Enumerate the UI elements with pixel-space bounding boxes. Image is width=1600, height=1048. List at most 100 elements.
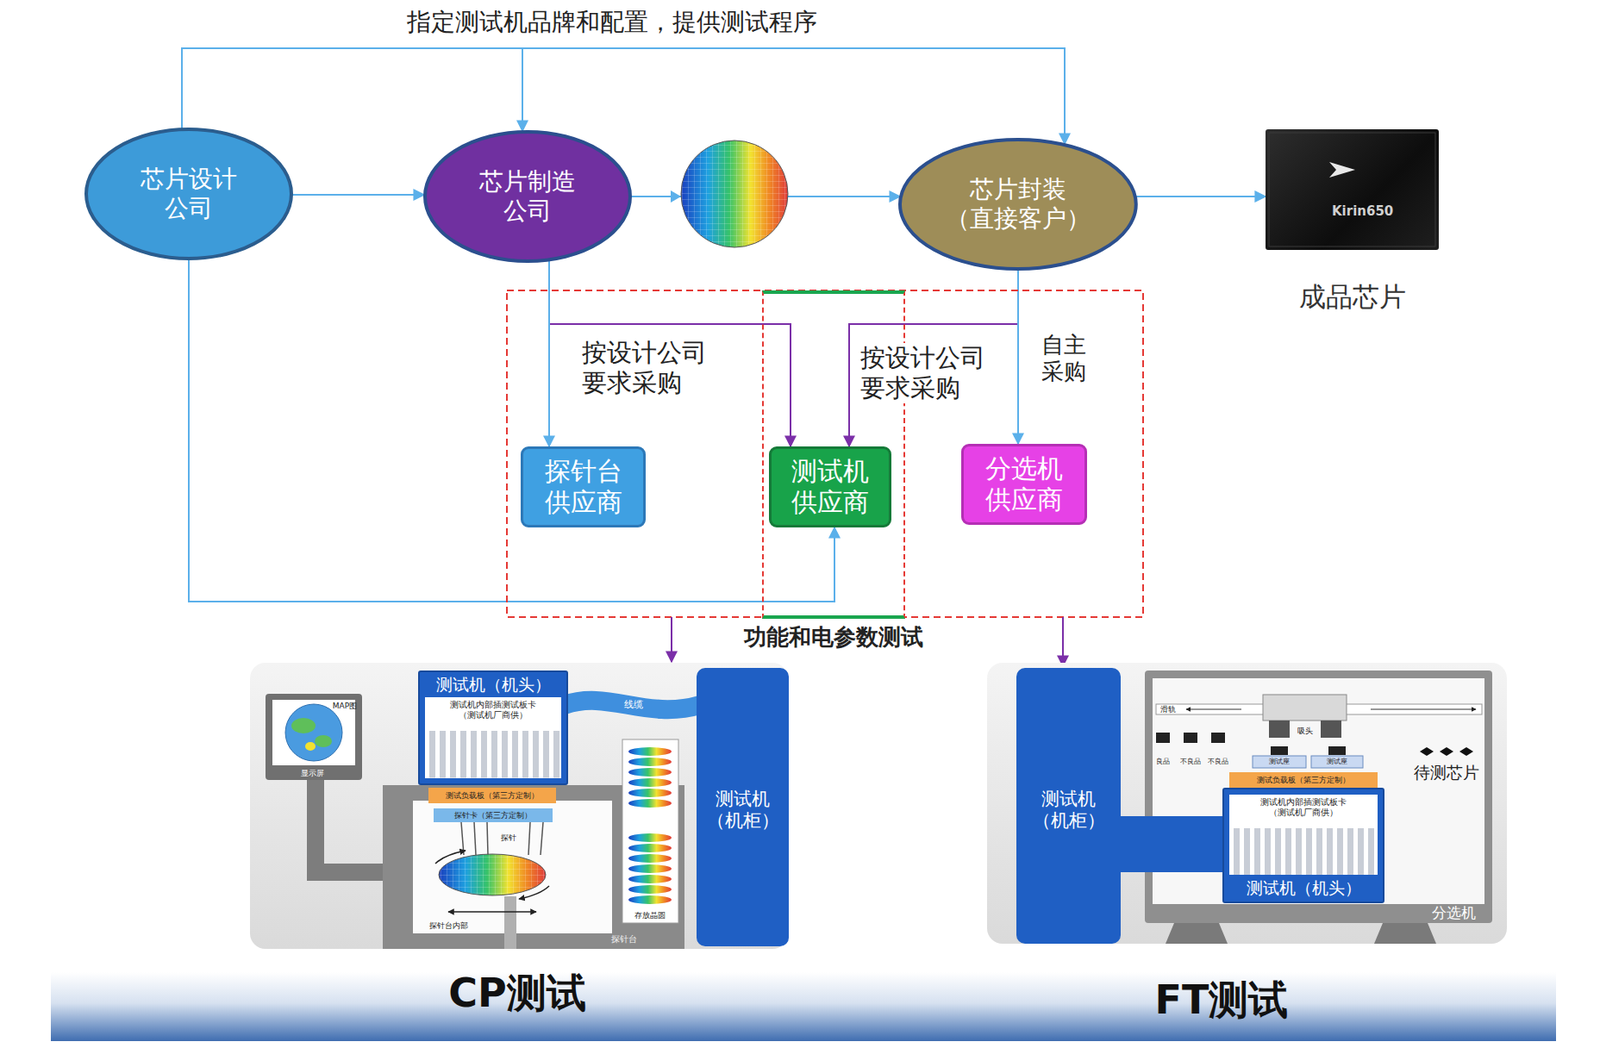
- part-label: MAP图: [332, 701, 357, 711]
- chip-icon: [1439, 747, 1454, 757]
- part-label: 探针: [500, 833, 518, 843]
- suction-cup: [1320, 720, 1342, 738]
- company-ellipse: 芯片设计 公司: [84, 127, 294, 261]
- flow-arrow: [549, 260, 791, 447]
- edge-label: 指定测试机品牌和配置，提供测试程序: [404, 7, 820, 38]
- monitor: [265, 693, 363, 781]
- suction-cup: [1268, 720, 1290, 738]
- part-label: 滑轨: [1159, 705, 1177, 714]
- stored-wafers: [628, 747, 672, 905]
- part-label: 测试负载板（第三方定制）: [445, 791, 539, 800]
- wafer-grid: [681, 140, 788, 248]
- test-socket: [1311, 756, 1363, 769]
- chip-logo: [1329, 162, 1356, 178]
- supplier-box: 分选机 供应商: [961, 443, 1088, 525]
- part-label: 探针台内部: [429, 921, 469, 931]
- part-label: 吸头: [1297, 726, 1313, 736]
- tester-head: 测试机（机头）测试机内部插测试板卡 （测试机厂商供）: [418, 670, 569, 786]
- part-label: 测试负载板（第三方定制）: [1256, 775, 1350, 785]
- part-label: 待测芯片: [1413, 763, 1480, 783]
- rail-arrow: [1370, 708, 1476, 710]
- node-text: 芯片设计 公司: [128, 164, 250, 223]
- node-text: 探针台 供应商: [528, 456, 638, 519]
- part-label: 探针台: [611, 934, 638, 945]
- ellipse-fill: [86, 129, 292, 259]
- part-label: 测试座: [1268, 757, 1290, 766]
- cp-panel: [250, 662, 788, 950]
- flow-arrow: [548, 260, 550, 447]
- flow-arrow: [1017, 269, 1019, 444]
- node-text: 成品芯片: [1299, 281, 1407, 313]
- tester-head: 测试机内部插测试板卡 （测试机厂商供）测试机（机头）: [1222, 787, 1385, 904]
- node-text: 测试机（机头）: [1224, 876, 1383, 902]
- chip-icon: [1419, 747, 1434, 757]
- flow-arrow: [181, 48, 523, 132]
- part-label: 探针卡（第三方定制）: [454, 811, 532, 820]
- flow-arrow: [849, 269, 1019, 447]
- load-board: [1229, 772, 1378, 788]
- load-board: [428, 787, 557, 804]
- rotation-arrow: [435, 850, 466, 864]
- test-socket: [1252, 756, 1307, 769]
- part-label: 存放晶圆: [633, 911, 667, 920]
- tester-link: [1120, 816, 1226, 873]
- node-text: 芯片制造 公司: [467, 167, 588, 225]
- map-blob: [291, 718, 316, 734]
- wafer-cassette: [622, 739, 679, 924]
- monitor-arm: [315, 780, 385, 873]
- probe-needles: [461, 822, 544, 856]
- chip-edge: [1268, 132, 1436, 247]
- chip-icon: [1183, 732, 1198, 744]
- rail-arrow: [1186, 708, 1242, 710]
- wafer: [681, 140, 788, 248]
- part-label: 不良品: [1207, 757, 1229, 766]
- flow-arrow: [292, 193, 425, 196]
- dashed-region: [506, 290, 1144, 618]
- wafer-map: [285, 704, 343, 762]
- caption-band: [50, 972, 1557, 1042]
- node-text: 功能和电参数测试: [743, 624, 924, 651]
- edge-label: 按设计公司 要求采购: [579, 337, 723, 399]
- node-text: Kirin650: [1331, 203, 1394, 219]
- node-text: 分选机 供应商: [968, 453, 1080, 516]
- wafer-grid: [438, 854, 546, 896]
- handler-foot: [1374, 923, 1437, 944]
- arrow-head: [670, 190, 682, 203]
- flow-arrow: [188, 259, 835, 602]
- group-frame: 功能和电参数测试测试机 供应商: [762, 290, 906, 619]
- flow-arrow: [1136, 195, 1266, 198]
- travel-arrow: [448, 911, 537, 913]
- node-text: 测试机内部插测试板卡 （测试机厂商供）: [425, 697, 562, 779]
- map-blob: [314, 735, 332, 748]
- supplier-box: 探针台 供应商: [520, 446, 646, 528]
- company-ellipse: 芯片封装 （直接客户）: [898, 137, 1138, 271]
- part-label: 显示屏: [300, 768, 325, 778]
- part-label: 测试座: [1326, 757, 1348, 766]
- edge-label: 自主 采购: [1038, 331, 1096, 386]
- caption: CP测试: [448, 970, 586, 1017]
- tester-cabinet: 测试机 （机柜）: [696, 668, 789, 947]
- node-text: 测试机内部插测试板卡 （测试机厂商供）: [1229, 794, 1378, 875]
- chip-icon: [1270, 746, 1288, 756]
- wafer: [438, 854, 546, 896]
- chip-icon: [1156, 732, 1170, 744]
- caption: FT测试: [1155, 977, 1289, 1024]
- handler-foot: [1165, 923, 1228, 944]
- probe-card: [433, 808, 553, 823]
- pointer-arrow: [670, 617, 673, 663]
- supplier-box: 测试机 供应商: [768, 446, 892, 528]
- company-ellipse: 芯片制造 公司: [423, 130, 632, 263]
- chip-icon: [1459, 747, 1474, 757]
- ft-panel: [987, 662, 1507, 944]
- chip-icon: [1211, 732, 1225, 744]
- node-text: 测试机 供应商: [776, 456, 884, 519]
- node-text: 测试机 （机柜）: [1019, 788, 1118, 832]
- handler-frame: [1144, 670, 1493, 924]
- chip-product: Kirin650成品芯片: [1265, 129, 1439, 250]
- rotation-arrow: [518, 886, 550, 900]
- pick-head: [1262, 694, 1347, 721]
- part-label: 良品: [1156, 757, 1170, 766]
- ellipse-fill: [900, 139, 1137, 269]
- chip-icon: [1328, 746, 1346, 756]
- tester-cabinet: 测试机 （机柜）: [1016, 668, 1121, 944]
